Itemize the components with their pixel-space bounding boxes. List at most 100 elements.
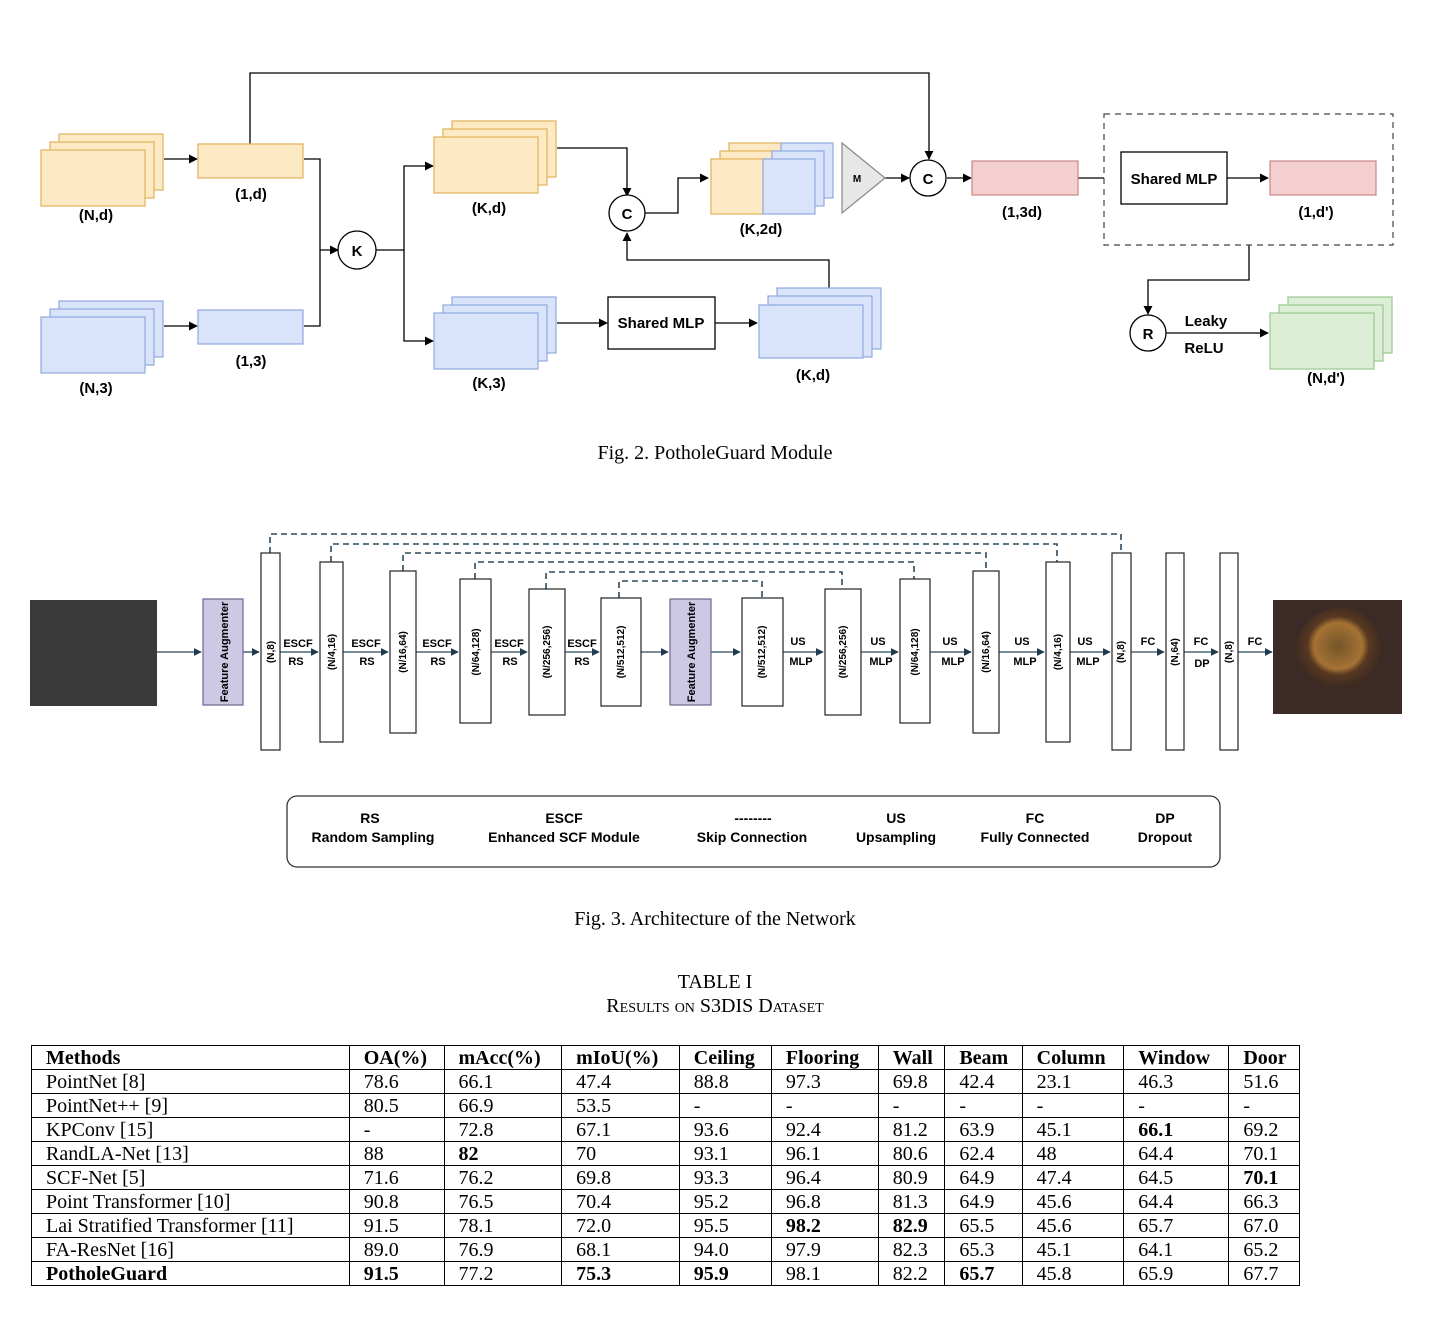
metric-cell: 81.3 — [877, 1189, 946, 1214]
metric-cell: 80.5 — [348, 1093, 445, 1118]
metric-cell: 69.8 — [877, 1069, 946, 1094]
metric-cell: 95.2 — [678, 1189, 772, 1214]
legend-abbr: ESCF — [545, 810, 583, 826]
metric-cell: 75.3 — [561, 1261, 680, 1286]
feature-augmenter-label: Feature Augmenter — [686, 601, 698, 702]
metric-cell: 81.2 — [877, 1117, 946, 1142]
metric-cell: 47.4 — [1021, 1165, 1125, 1190]
metric-cell: 70.4 — [561, 1189, 680, 1214]
block-label: (N/16,64) — [398, 631, 409, 673]
block-label: (N,64) — [1170, 638, 1181, 666]
metric-cell: 82.2 — [877, 1261, 946, 1286]
feature-augmenter-label: Feature Augmenter — [219, 601, 231, 702]
legend-full: Upsampling — [856, 829, 936, 845]
one-3d-label: (1,3d) — [1002, 204, 1042, 221]
metric-cell: 94.0 — [678, 1237, 772, 1262]
fig2-caption: Fig. 2. PotholeGuard Module — [597, 442, 833, 464]
metric-cell: 88 — [348, 1141, 445, 1166]
decoder-block — [1111, 552, 1132, 751]
legend-abbr: FC — [1026, 810, 1045, 826]
metric-cell: 96.1 — [770, 1141, 879, 1166]
block-label: (N,8) — [1116, 641, 1127, 663]
table-header-cell: Door — [1228, 1045, 1300, 1070]
metric-cell: 98.1 — [770, 1261, 879, 1286]
feature-augmenter-block — [669, 598, 712, 706]
metric-cell: 65.3 — [944, 1237, 1023, 1262]
table-header-cell: Window — [1123, 1045, 1230, 1070]
metric-cell: - — [1021, 1093, 1125, 1118]
op-label: DP — [1194, 658, 1209, 670]
metric-cell: 80.6 — [877, 1141, 946, 1166]
fig3-caption: Fig. 3. Architecture of the Network — [574, 908, 856, 930]
metric-cell: 91.5 — [348, 1213, 445, 1238]
table-header-cell: Flooring — [770, 1045, 879, 1070]
metric-cell: 70.1 — [1228, 1165, 1300, 1190]
legend-abbr: RS — [360, 810, 379, 826]
metric-cell: 66.9 — [443, 1093, 563, 1118]
legend-box — [286, 795, 1221, 868]
metric-cell: 23.1 — [1021, 1069, 1125, 1094]
metric-cell: 46.3 — [1123, 1069, 1230, 1094]
metric-cell: 91.5 — [348, 1261, 445, 1286]
metric-cell: 68.1 — [561, 1237, 680, 1262]
relu-label: ReLU — [1184, 340, 1223, 357]
metric-cell: - — [348, 1117, 445, 1142]
c-op-label: C — [622, 206, 633, 223]
block-label: (N/256,256) — [542, 626, 553, 679]
metric-cell: 69.8 — [561, 1165, 680, 1190]
metric-cell: 62.4 — [944, 1141, 1023, 1166]
metric-cell: 42.4 — [944, 1069, 1023, 1094]
shared-mlp-label: Shared MLP — [618, 315, 705, 332]
table-title-block: TABLE I Results on S3DIS Dataset — [0, 970, 1430, 1018]
legend-abbr: DP — [1155, 810, 1174, 826]
n-dprime-label: (N,d') — [1307, 370, 1345, 387]
metric-cell: 53.5 — [561, 1093, 680, 1118]
metric-cell: 76.2 — [443, 1165, 563, 1190]
metric-cell: 78.6 — [348, 1069, 445, 1094]
metric-cell: 66.3 — [1228, 1189, 1300, 1214]
one-3-label: (1,3) — [236, 353, 267, 370]
table-header-cell: Beam — [944, 1045, 1023, 1070]
metric-cell: 66.1 — [443, 1069, 563, 1094]
metric-cell: 92.4 — [770, 1117, 879, 1142]
decoder-block — [972, 570, 1000, 734]
block-label: (N/64,128) — [910, 628, 921, 675]
metric-cell: 71.6 — [348, 1165, 445, 1190]
op-label: US — [1014, 636, 1029, 648]
block-label: (N/4,16) — [327, 634, 338, 670]
metric-cell: 80.9 — [877, 1165, 946, 1190]
k-op-label: K — [352, 243, 363, 260]
block-label: (N/256,256) — [838, 626, 849, 679]
metric-cell: 45.6 — [1021, 1213, 1125, 1238]
metric-cell: 72.0 — [561, 1213, 680, 1238]
metric-cell: 82.3 — [877, 1237, 946, 1262]
one-d-label: (1,d) — [235, 186, 267, 203]
method-name-cell: Lai Stratified Transformer [11] — [31, 1213, 350, 1238]
metric-cell: - — [770, 1093, 879, 1118]
method-name-cell: KPConv [15] — [31, 1117, 350, 1142]
metric-cell: 48 — [1021, 1141, 1125, 1166]
metric-cell: 70.1 — [1228, 1141, 1300, 1166]
op-label: RS — [359, 656, 374, 668]
metric-cell: 69.2 — [1228, 1117, 1300, 1142]
metric-cell: 96.8 — [770, 1189, 879, 1214]
method-name-cell: SCF-Net [5] — [31, 1165, 350, 1190]
op-label: MLP — [1013, 656, 1036, 668]
metric-cell: 64.9 — [944, 1165, 1023, 1190]
metric-cell: 65.9 — [1123, 1261, 1230, 1286]
k3-label: (K,3) — [472, 375, 505, 392]
method-name-cell: PotholeGuard — [31, 1261, 350, 1286]
metric-cell: 45.6 — [1021, 1189, 1125, 1214]
metric-cell: 64.4 — [1123, 1141, 1230, 1166]
metric-cell: 76.9 — [443, 1237, 563, 1262]
metric-cell: 67.1 — [561, 1117, 680, 1142]
metric-cell: 95.5 — [678, 1213, 772, 1238]
op-label: RS — [430, 656, 445, 668]
fig2-diagram: K C C R M (N,d) (1,d) (N,3) (1,3) (K,d) … — [40, 72, 1394, 397]
decoder-block — [741, 597, 784, 707]
method-name-cell: Point Transformer [10] — [31, 1189, 350, 1214]
